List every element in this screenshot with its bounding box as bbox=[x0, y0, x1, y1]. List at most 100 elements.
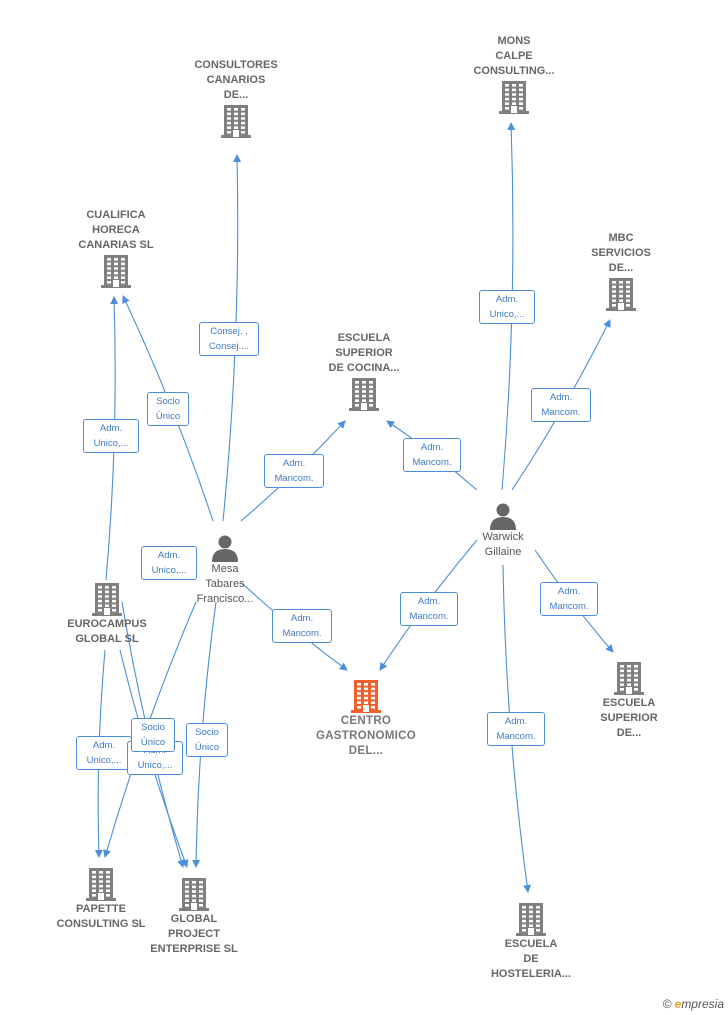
node-label-line: Francisco... bbox=[196, 593, 254, 605]
footer-brand: © empresia bbox=[663, 997, 724, 1011]
node-label-line: CUALIFICA bbox=[86, 209, 146, 221]
node-papette[interactable]: PAPETTE CONSULTING SL bbox=[41, 866, 161, 932]
relation-label-line: Socio bbox=[156, 396, 180, 407]
relation-label-line: Mancom. bbox=[496, 731, 536, 742]
node-label-line: DE bbox=[523, 953, 539, 965]
relation-label-line: Adm. bbox=[282, 458, 306, 469]
node-label: GLOBAL PROJECT ENTERPRISE SL bbox=[134, 912, 254, 957]
node-label-line: SERVICIOS bbox=[591, 247, 651, 259]
relation-label[interactable]: Adm. Mancom. bbox=[272, 609, 332, 643]
node-label-line: GLOBAL bbox=[170, 913, 218, 925]
relation-label[interactable]: Adm. Unico,... bbox=[141, 546, 197, 580]
relation-label[interactable]: Adm. Unico,... bbox=[83, 419, 139, 453]
node-label-line: DEL... bbox=[348, 745, 384, 757]
building-icon bbox=[86, 866, 116, 902]
node-label-line: GLOBAL SL bbox=[75, 633, 139, 645]
building-icon bbox=[614, 660, 644, 696]
relation-label-line: Adm. bbox=[99, 423, 123, 434]
node-label-line: ESCUELA bbox=[504, 938, 558, 950]
node-label-line: DE... bbox=[616, 727, 642, 739]
relation-label-line: Unico,... bbox=[489, 309, 525, 320]
relation-label[interactable]: Adm. Mancom. bbox=[540, 582, 598, 616]
relation-label-line: Adm. bbox=[157, 550, 181, 561]
relation-label-line: Unico,... bbox=[137, 760, 173, 771]
node-label-line: HOSTELERIA... bbox=[490, 968, 572, 980]
building-icon bbox=[351, 678, 381, 714]
building-icon bbox=[92, 581, 122, 617]
relation-label-line: Unico,... bbox=[151, 565, 187, 576]
node-global-project[interactable]: GLOBAL PROJECT ENTERPRISE SL bbox=[134, 876, 254, 957]
relation-label[interactable]: Adm.Unico,... bbox=[76, 736, 132, 770]
building-icon bbox=[349, 376, 379, 412]
node-label-line: CANARIOS bbox=[206, 74, 266, 86]
relation-label-line: Mancom. bbox=[549, 601, 589, 612]
relation-label-line: Mancom. bbox=[282, 628, 322, 639]
node-eurocampus[interactable]: EUROCAMPUS GLOBAL SL bbox=[47, 581, 167, 647]
node-label-line: Warwick bbox=[482, 531, 524, 543]
relation-label-line: Adm. bbox=[92, 740, 116, 751]
node-label-line: CONSULTING... bbox=[473, 65, 555, 77]
relation-label[interactable]: Adm.Mancom. bbox=[264, 454, 324, 488]
node-label-line: CENTRO bbox=[340, 715, 392, 727]
relation-label-line: Adm. bbox=[290, 613, 314, 624]
relation-label[interactable]: Adm. Unico,... bbox=[479, 290, 535, 324]
relation-label-line: Adm. bbox=[557, 586, 581, 597]
building-icon bbox=[499, 79, 529, 115]
node-label-line: ESCUELA bbox=[602, 697, 656, 709]
node-label-line: PROJECT bbox=[168, 928, 220, 940]
node-label-line: CANARIAS SL bbox=[78, 239, 154, 251]
node-label: EUROCAMPUS GLOBAL SL bbox=[47, 617, 167, 647]
node-label-line: DE... bbox=[223, 89, 249, 101]
relation-label-line: Mancom. bbox=[541, 407, 581, 418]
node-label-line: ENTERPRISE SL bbox=[150, 943, 238, 955]
copyright-symbol: © bbox=[662, 997, 672, 1011]
node-label-line: EUROCAMPUS bbox=[67, 618, 147, 630]
node-label-line: SUPERIOR bbox=[335, 347, 393, 359]
node-label-line: PAPETTE bbox=[76, 903, 126, 915]
relation-label-line: Adm. bbox=[495, 294, 519, 305]
node-label-line: Gillaine bbox=[484, 546, 522, 558]
relation-label[interactable]: Consej. ,Consej.... bbox=[199, 322, 259, 356]
relation-label-line: Mancom. bbox=[409, 611, 449, 622]
building-icon bbox=[179, 876, 209, 912]
node-label-line: CALPE bbox=[495, 50, 533, 62]
relation-label-line: Socio bbox=[141, 722, 165, 733]
relation-label-line: Único bbox=[155, 411, 181, 422]
relation-label[interactable]: Adm. Mancom. bbox=[400, 592, 458, 626]
building-icon bbox=[101, 253, 131, 289]
relation-label[interactable]: Adm. Mancom. bbox=[531, 388, 591, 422]
node-label-line: CONSULTING SL bbox=[56, 918, 146, 930]
node-label: PAPETTE CONSULTING SL bbox=[41, 902, 161, 932]
building-icon bbox=[516, 901, 546, 937]
relation-label-line: Consej.... bbox=[208, 341, 250, 352]
relation-label-line: Adm. bbox=[417, 596, 441, 607]
relation-label[interactable]: Adm. Mancom. bbox=[403, 438, 461, 472]
relation-label-line: Mancom. bbox=[412, 457, 452, 468]
node-label-line: Mesa bbox=[211, 563, 239, 575]
relation-label[interactable]: Adm. Mancom. bbox=[487, 712, 545, 746]
relation-label-line: Unico,... bbox=[93, 438, 129, 449]
relation-label-line: Adm. bbox=[504, 716, 528, 727]
relation-label-line: Adm. bbox=[549, 392, 573, 403]
relation-label-line: Adm. bbox=[420, 442, 444, 453]
node-escuela-hosteleria[interactable]: ESCUELA DE HOSTELERIA... bbox=[471, 901, 591, 982]
node-label-line: ESCUELA bbox=[337, 332, 391, 344]
